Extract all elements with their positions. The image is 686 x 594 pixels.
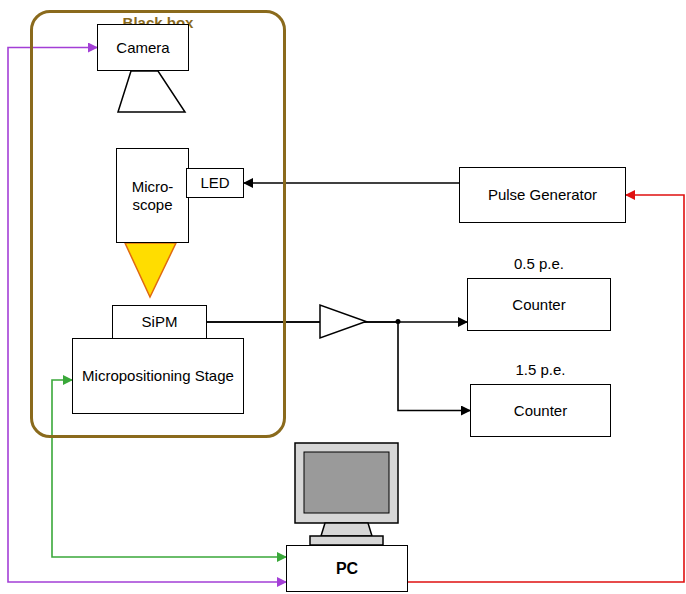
- monitor-screen: [304, 452, 389, 513]
- box-label: SiPM: [142, 313, 178, 331]
- monitor-stand: [321, 523, 372, 536]
- monitor-frame: [295, 443, 398, 523]
- amplifier-symbol: [320, 305, 366, 338]
- box-label: PC: [336, 559, 358, 578]
- threshold-label: 1.5 p.e.: [515, 361, 565, 379]
- counter-box: 0.5 p.e.Counter: [467, 278, 611, 331]
- box-label: LED: [200, 174, 229, 192]
- connector: [408, 195, 684, 582]
- box-label: Micro- scope: [121, 178, 184, 214]
- box-label: Counter: [514, 402, 567, 420]
- box-label: Camera: [116, 39, 169, 57]
- connector: [244, 182, 459, 184]
- junction-dot: [396, 319, 401, 324]
- camera-box: Camera: [97, 24, 189, 71]
- monitor-base: [310, 536, 383, 545]
- box-label: Micropositioning Stage: [82, 367, 234, 385]
- connector: [207, 322, 470, 411]
- sipm-box: SiPM: [112, 305, 207, 339]
- threshold-label: 0.5 p.e.: [514, 255, 564, 273]
- pc-box: PC: [286, 545, 408, 592]
- connector: [8, 48, 286, 583]
- led-box: LED: [186, 168, 244, 198]
- microscope-box: Micro- scope: [116, 148, 189, 243]
- enclosure-box: Black boxCameraMicro- scopeLEDSiPMMicrop…: [30, 10, 286, 438]
- microscope-tube: [118, 71, 185, 112]
- stage-box: Micropositioning Stage: [72, 338, 244, 414]
- box-label: Pulse Generator: [488, 186, 597, 204]
- light-cone: [125, 243, 176, 297]
- counter-box: 1.5 p.e.Counter: [470, 384, 611, 437]
- box-label: Counter: [512, 296, 565, 314]
- generator-box: Pulse Generator: [459, 167, 626, 223]
